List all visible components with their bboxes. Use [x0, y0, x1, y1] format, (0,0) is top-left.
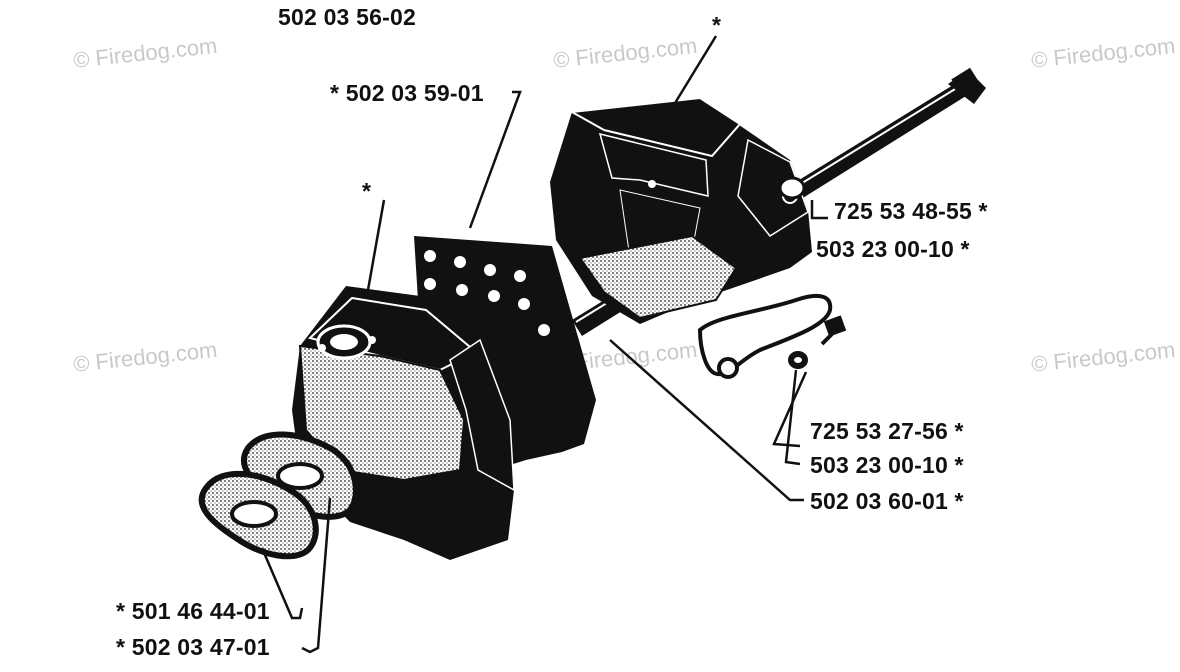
- part-label-washer-lower: 503 23 00-10 *: [810, 452, 964, 478]
- leader-lines: [260, 35, 828, 654]
- part-label-gasket-inner: * 502 03 47-01: [116, 634, 270, 660]
- part-label-bracket: 502 03 60-01 *: [810, 488, 964, 514]
- asterisk-marker: *: [712, 12, 722, 38]
- washer-upper-part: [778, 176, 806, 200]
- front-muffler-body: [292, 286, 515, 560]
- gasket-outer-part: [198, 470, 319, 560]
- bracket-part: [697, 293, 833, 379]
- part-label-screw: 725 53 48-55 *: [834, 198, 988, 224]
- washer-lower-part: [788, 351, 808, 369]
- screw-lower-part: [820, 315, 847, 346]
- gasket-inner-part: [240, 431, 359, 520]
- assembly-number: 502 03 56-02: [278, 4, 416, 30]
- part-label-washer-upper: 503 23 00-10 *: [816, 236, 970, 262]
- asterisk-marker: *: [362, 178, 372, 204]
- part-label-guard-clamp: * 502 03 59-01: [330, 80, 484, 106]
- part-label-screw-lower: 725 53 27-56 *: [810, 418, 964, 444]
- part-label-gasket-outer: * 501 46 44-01: [116, 598, 270, 624]
- rear-muffler-cover: [550, 96, 812, 324]
